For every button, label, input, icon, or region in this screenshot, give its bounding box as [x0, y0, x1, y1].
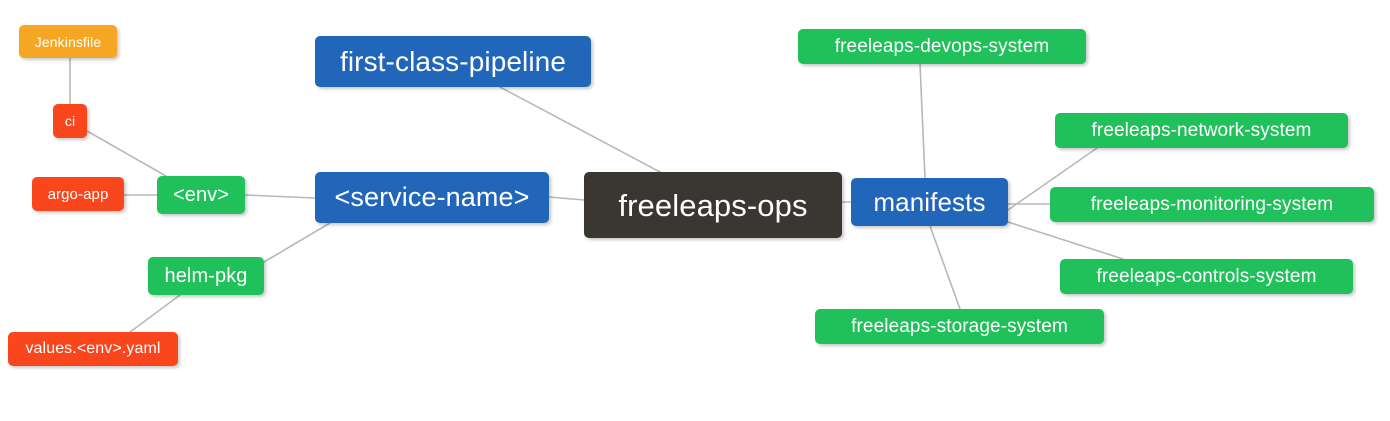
node-label-argo-app: argo-app [47, 185, 109, 203]
node-label-first-class-pipeline: first-class-pipeline [339, 45, 567, 77]
node-freeleaps-ops[interactable]: freeleaps-ops [584, 172, 842, 238]
node-label-freeleaps-storage-system: freeleaps-storage-system [851, 316, 1068, 337]
edge-service-name-to-helm-pkg [263, 222, 331, 263]
node-values-env-yaml[interactable]: values.<env>.yaml [8, 332, 178, 366]
node-freeleaps-monitoring-system[interactable]: freeleaps-monitoring-system [1050, 187, 1374, 222]
edge-manifests-to-freeleaps-devops-system [919, 63, 926, 179]
edge-ci-to-env [86, 130, 167, 177]
edge-service-name-to-freeleaps-ops [548, 196, 585, 201]
edge-first-class-pipeline-to-freeleaps-ops [499, 86, 661, 173]
node-label-freeleaps-monitoring-system: freeleaps-monitoring-system [1090, 194, 1334, 215]
edge-manifests-to-freeleaps-network-system [1007, 147, 1098, 211]
node-label-env: <env> [172, 184, 230, 206]
node-ci[interactable]: ci [53, 104, 87, 138]
edge-env-to-service-name [244, 194, 316, 199]
node-freeleaps-devops-system[interactable]: freeleaps-devops-system [798, 29, 1086, 64]
node-label-ci: ci [64, 113, 76, 129]
edge-manifests-to-freeleaps-controls-system [1007, 221, 1124, 260]
node-argo-app[interactable]: argo-app [32, 177, 124, 211]
node-freeleaps-storage-system[interactable]: freeleaps-storage-system [815, 309, 1104, 344]
node-env[interactable]: <env> [157, 176, 245, 214]
edge-helm-pkg-to-values-env-yaml [129, 294, 181, 333]
node-label-helm-pkg: helm-pkg [164, 265, 248, 287]
edge-manifests-to-freeleaps-storage-system [929, 225, 961, 310]
node-manifests[interactable]: manifests [851, 178, 1008, 226]
node-label-freeleaps-network-system: freeleaps-network-system [1091, 120, 1312, 141]
node-service-name[interactable]: <service-name> [315, 172, 549, 223]
node-helm-pkg[interactable]: helm-pkg [148, 257, 264, 295]
node-freeleaps-network-system[interactable]: freeleaps-network-system [1055, 113, 1348, 148]
node-label-values-env-yaml: values.<env>.yaml [25, 340, 161, 357]
node-label-freeleaps-controls-system: freeleaps-controls-system [1096, 266, 1317, 287]
node-label-freeleaps-devops-system: freeleaps-devops-system [834, 36, 1050, 57]
node-jenkinsfile[interactable]: Jenkinsfile [19, 25, 117, 58]
node-label-jenkinsfile: Jenkinsfile [34, 33, 102, 50]
node-label-freeleaps-ops: freeleaps-ops [618, 187, 808, 223]
node-first-class-pipeline[interactable]: first-class-pipeline [315, 36, 591, 87]
node-label-manifests: manifests [873, 187, 986, 217]
node-label-service-name: <service-name> [334, 182, 530, 212]
node-freeleaps-controls-system[interactable]: freeleaps-controls-system [1060, 259, 1353, 294]
